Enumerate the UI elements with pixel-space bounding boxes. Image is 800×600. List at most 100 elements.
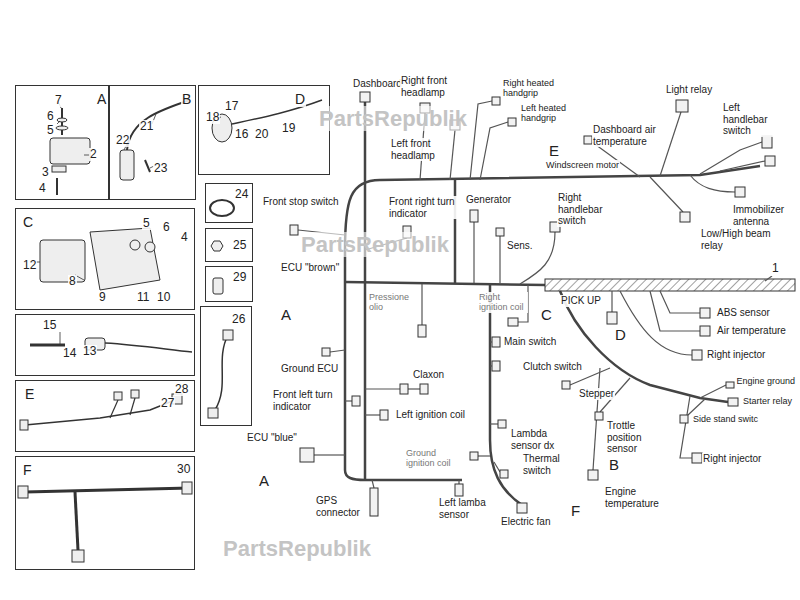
inset-panel: E2827	[15, 380, 195, 452]
inset-panel: 25	[205, 228, 253, 262]
part-label: Electric fan	[500, 516, 551, 528]
section-letter: E	[548, 142, 560, 159]
small-label: Left heated handgrip	[520, 103, 574, 124]
part-label: Sens.	[506, 240, 534, 252]
connector-plug	[607, 312, 617, 324]
inset-panel: C56412891110	[15, 208, 195, 310]
part-drawing	[25, 400, 175, 425]
harness-wire	[345, 400, 352, 401]
part-drawing	[105, 343, 192, 352]
connector-plug	[735, 187, 745, 197]
connector-plug	[492, 337, 500, 347]
harness-wire	[490, 423, 498, 424]
section-letter: A	[280, 306, 292, 323]
part-drawing	[182, 482, 192, 494]
connector-plug	[498, 420, 506, 428]
connector-plug	[680, 212, 690, 222]
part-drawing	[75, 492, 78, 550]
connector-plug	[360, 92, 370, 102]
connector-plug	[455, 484, 463, 496]
small-label: Engine ground	[735, 376, 796, 386]
callout-number: 8	[68, 275, 77, 288]
connector-plug	[562, 381, 570, 389]
section-letter: D	[294, 92, 306, 107]
part-label: Right handlebar switch	[557, 192, 621, 227]
faded-label: Right ignition coil	[478, 292, 528, 313]
callout-number: 6	[162, 221, 171, 234]
harness-wire	[408, 388, 420, 389]
harness-wire	[650, 177, 683, 212]
harness-trunk	[364, 102, 367, 480]
part-drawing	[145, 160, 150, 172]
callout-number: 4	[180, 231, 189, 244]
harness-wire	[700, 142, 762, 174]
part-drawing	[130, 398, 135, 415]
harness-wire	[700, 385, 726, 398]
harness-wire	[470, 101, 492, 180]
inset-panel: D1817162019	[198, 85, 330, 175]
harness-wire	[494, 462, 500, 472]
harness-wire	[473, 222, 474, 283]
part-label: Front stop switch	[262, 196, 340, 208]
part-label: PICK UP	[560, 295, 602, 307]
callout-number: 17	[224, 100, 239, 113]
harness-wire	[720, 161, 765, 171]
connector-plug	[492, 97, 500, 105]
inset-panel: 26	[200, 306, 252, 426]
part-drawing	[232, 100, 322, 124]
connector-plug	[322, 348, 330, 356]
part-drawing	[56, 126, 68, 130]
section-letter: C	[540, 306, 553, 323]
connector-plug	[500, 470, 508, 478]
part-label: Claxon	[412, 369, 445, 381]
part-drawing	[72, 550, 84, 562]
part-drawing	[18, 100, 322, 562]
part-drawing	[40, 240, 85, 282]
inset-panel: B222123	[108, 85, 196, 200]
part-label: Dashboard	[352, 78, 403, 90]
section-letter: B	[608, 456, 620, 473]
inset-panel: F30	[15, 456, 195, 570]
part-drawing	[120, 150, 134, 180]
harness-wire	[765, 276, 772, 281]
part-label: ECU "brown"	[280, 262, 340, 274]
part-drawing	[223, 330, 233, 340]
connector-plug	[352, 396, 360, 406]
connector-plug	[380, 410, 388, 420]
callout-number: 18	[205, 111, 220, 124]
part-drawing	[213, 278, 223, 294]
part-label: Right front headlamp	[400, 75, 464, 98]
part-label: Generator	[465, 194, 512, 206]
callout-number: 20	[254, 128, 269, 141]
connector-plug	[420, 384, 428, 394]
harness-wire	[650, 291, 700, 331]
connector-plug	[290, 92, 775, 516]
connector-plug	[508, 318, 518, 326]
connector-plug	[595, 412, 603, 420]
callout-number: 23	[153, 162, 168, 175]
part-label: ABS sensor	[716, 307, 771, 319]
harness-wire	[690, 175, 735, 192]
connector-plug	[726, 382, 734, 388]
connector-plug	[762, 136, 772, 148]
part-label: Engine temperature	[604, 486, 668, 509]
callout-number: 7	[54, 94, 63, 107]
part-drawing	[52, 166, 66, 172]
callout-number: 3	[41, 166, 50, 179]
faded-label: Ground ignition coil	[405, 448, 467, 469]
callout-number: 22	[115, 134, 130, 147]
part-drawing	[50, 138, 90, 164]
callout-number: 5	[46, 124, 55, 137]
connector-plug	[692, 453, 702, 463]
callout-number: 6	[46, 110, 55, 123]
part-label: Front right turn indicator	[388, 196, 460, 219]
harness-wire	[365, 414, 380, 415]
callout-number: 1	[771, 262, 780, 276]
part-label: Light relay	[665, 84, 713, 96]
connector-plug	[418, 325, 426, 337]
connector-plug	[370, 488, 378, 516]
callout-number: 27	[160, 397, 175, 410]
callout-number: 14	[62, 347, 77, 360]
section-letter: C	[22, 215, 34, 230]
